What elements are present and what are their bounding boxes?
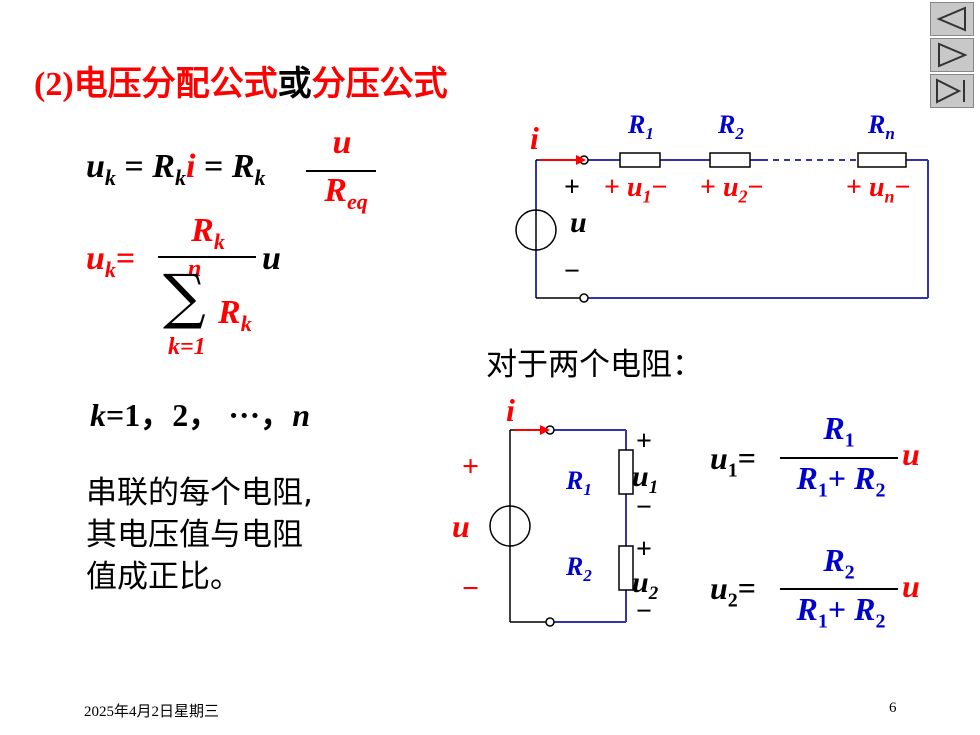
- c1-rn-label: Rn: [868, 110, 895, 144]
- divider1-fraction-line: [780, 457, 898, 459]
- last-icon: [936, 78, 965, 104]
- page-title: (2)电压分配公式或分压公式: [34, 56, 448, 105]
- c1-current-label: i: [530, 120, 539, 156]
- formula-uk-ri: uk = Rki = Rk: [86, 148, 266, 190]
- prev-icon: [936, 6, 966, 32]
- formula2-sum-term: Rk: [218, 294, 252, 336]
- formula2-sum-symbol: ∑: [163, 262, 206, 332]
- c1-r1-label: R1: [628, 110, 654, 144]
- c2-u1-plus: +: [636, 426, 652, 457]
- formula2-numerator: Rk: [191, 212, 225, 254]
- formula1-denominator: Req: [324, 172, 368, 214]
- c2-r2-label: R2: [566, 552, 592, 586]
- c1-u2-label: + u2−: [700, 172, 764, 207]
- c2-u1-minus: −: [636, 492, 652, 523]
- two-resistors-label: 对于两个电阻：: [486, 347, 703, 383]
- page-number: 6: [889, 700, 897, 716]
- divider2-tail: u: [902, 568, 920, 604]
- divider1-tail: u: [902, 436, 920, 472]
- formula2-sum-bottom: k=1: [168, 334, 206, 360]
- c1-un-label: + un−: [846, 172, 911, 207]
- c1-minus: −: [564, 256, 580, 287]
- divider1-denominator: R1+ R2: [796, 460, 886, 502]
- divider2-numerator: R2: [823, 542, 855, 584]
- prev-button[interactable]: [930, 2, 974, 36]
- divider1-lhs: u1=: [710, 440, 757, 482]
- series-circuit-diagram: [515, 152, 929, 303]
- resistor-rn: [857, 152, 907, 168]
- c1-source-label: u: [570, 206, 587, 239]
- formula1-fraction-line: [306, 170, 376, 172]
- next-icon: [938, 42, 968, 68]
- note-text: 串联的每个电阻, 其电压值与电阻 值成正比。: [86, 475, 313, 595]
- formula2-fraction-line: [158, 256, 256, 258]
- divider2-denominator: R1+ R2: [796, 591, 886, 633]
- divider2-fraction-line: [780, 588, 898, 590]
- c1-u1-label: + u1−: [604, 172, 668, 207]
- title-number: (2): [34, 66, 74, 103]
- resistor-r2-vertical: [618, 545, 634, 591]
- title-part2: 分压公式: [311, 64, 448, 104]
- formula1-numerator: u: [332, 124, 352, 161]
- index-range: k=1，2， ···，n: [90, 397, 311, 433]
- c2-source-label: u: [452, 508, 470, 544]
- divider2-lhs: u2=: [710, 570, 757, 612]
- resistor-r1: [619, 152, 661, 168]
- c2-u2-minus: −: [636, 596, 652, 627]
- next-button[interactable]: [930, 38, 974, 72]
- formula2-sum-top: n: [188, 256, 202, 282]
- c1-r2-label: R2: [718, 110, 744, 144]
- title-connector: 或: [277, 64, 312, 104]
- formula2-lhs: uk=: [86, 240, 136, 282]
- c2-current-label: i: [506, 392, 515, 428]
- resistor-r1-vertical: [618, 449, 634, 495]
- title-part1: 电压分配公式: [73, 64, 278, 104]
- c2-u2-label: u2: [632, 566, 659, 604]
- two-resistor-circuit-diagram: [489, 425, 634, 627]
- last-button[interactable]: [930, 74, 974, 108]
- c2-u1-label: u1: [632, 460, 659, 498]
- c2-minus: −: [462, 572, 480, 605]
- c2-plus: +: [462, 450, 480, 483]
- c2-u2-plus: +: [636, 534, 652, 565]
- resistor-r2: [709, 152, 751, 168]
- footer-date: 2025年4月2日星期三: [84, 704, 220, 720]
- formula2-tail: u: [262, 240, 281, 277]
- divider1-numerator: R1: [823, 410, 855, 452]
- c1-plus: +: [564, 172, 580, 203]
- c2-r1-label: R1: [566, 466, 592, 500]
